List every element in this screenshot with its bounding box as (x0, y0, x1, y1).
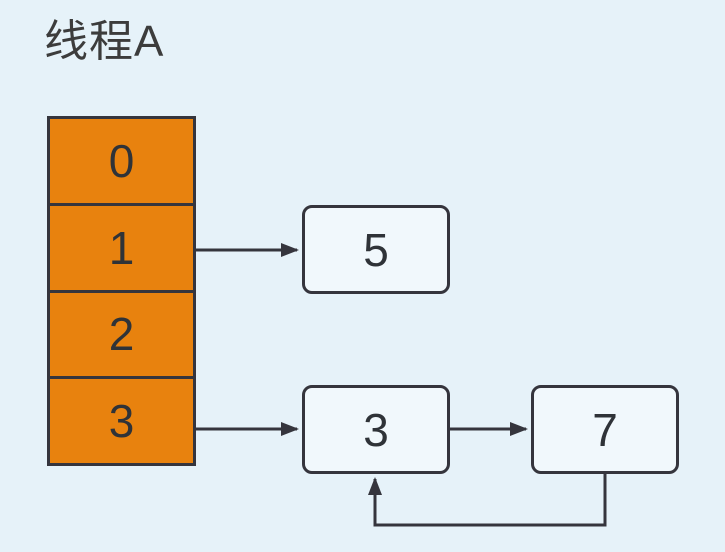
node-3-label: 3 (363, 403, 389, 456)
value-node-3: 3 (302, 385, 450, 474)
array-slot-0: 0 (50, 119, 193, 203)
slot-1-label: 1 (108, 221, 135, 274)
thread-slot-array: 0 1 2 3 (47, 116, 196, 466)
slot-0-label: 0 (108, 134, 135, 187)
slot-2-label: 2 (108, 308, 135, 361)
slot-3-label: 3 (108, 395, 135, 448)
value-node-5: 5 (302, 205, 450, 294)
edge-node7-loop-to-node3 (368, 474, 607, 527)
thread-title: 线程A (44, 17, 165, 66)
value-node-7: 7 (531, 385, 679, 474)
node-7-label: 7 (592, 403, 618, 456)
array-slot-1: 1 (50, 202, 193, 290)
array-slot-3: 3 (50, 376, 193, 463)
node-5-label: 5 (363, 223, 389, 276)
array-slot-2: 2 (50, 289, 193, 377)
